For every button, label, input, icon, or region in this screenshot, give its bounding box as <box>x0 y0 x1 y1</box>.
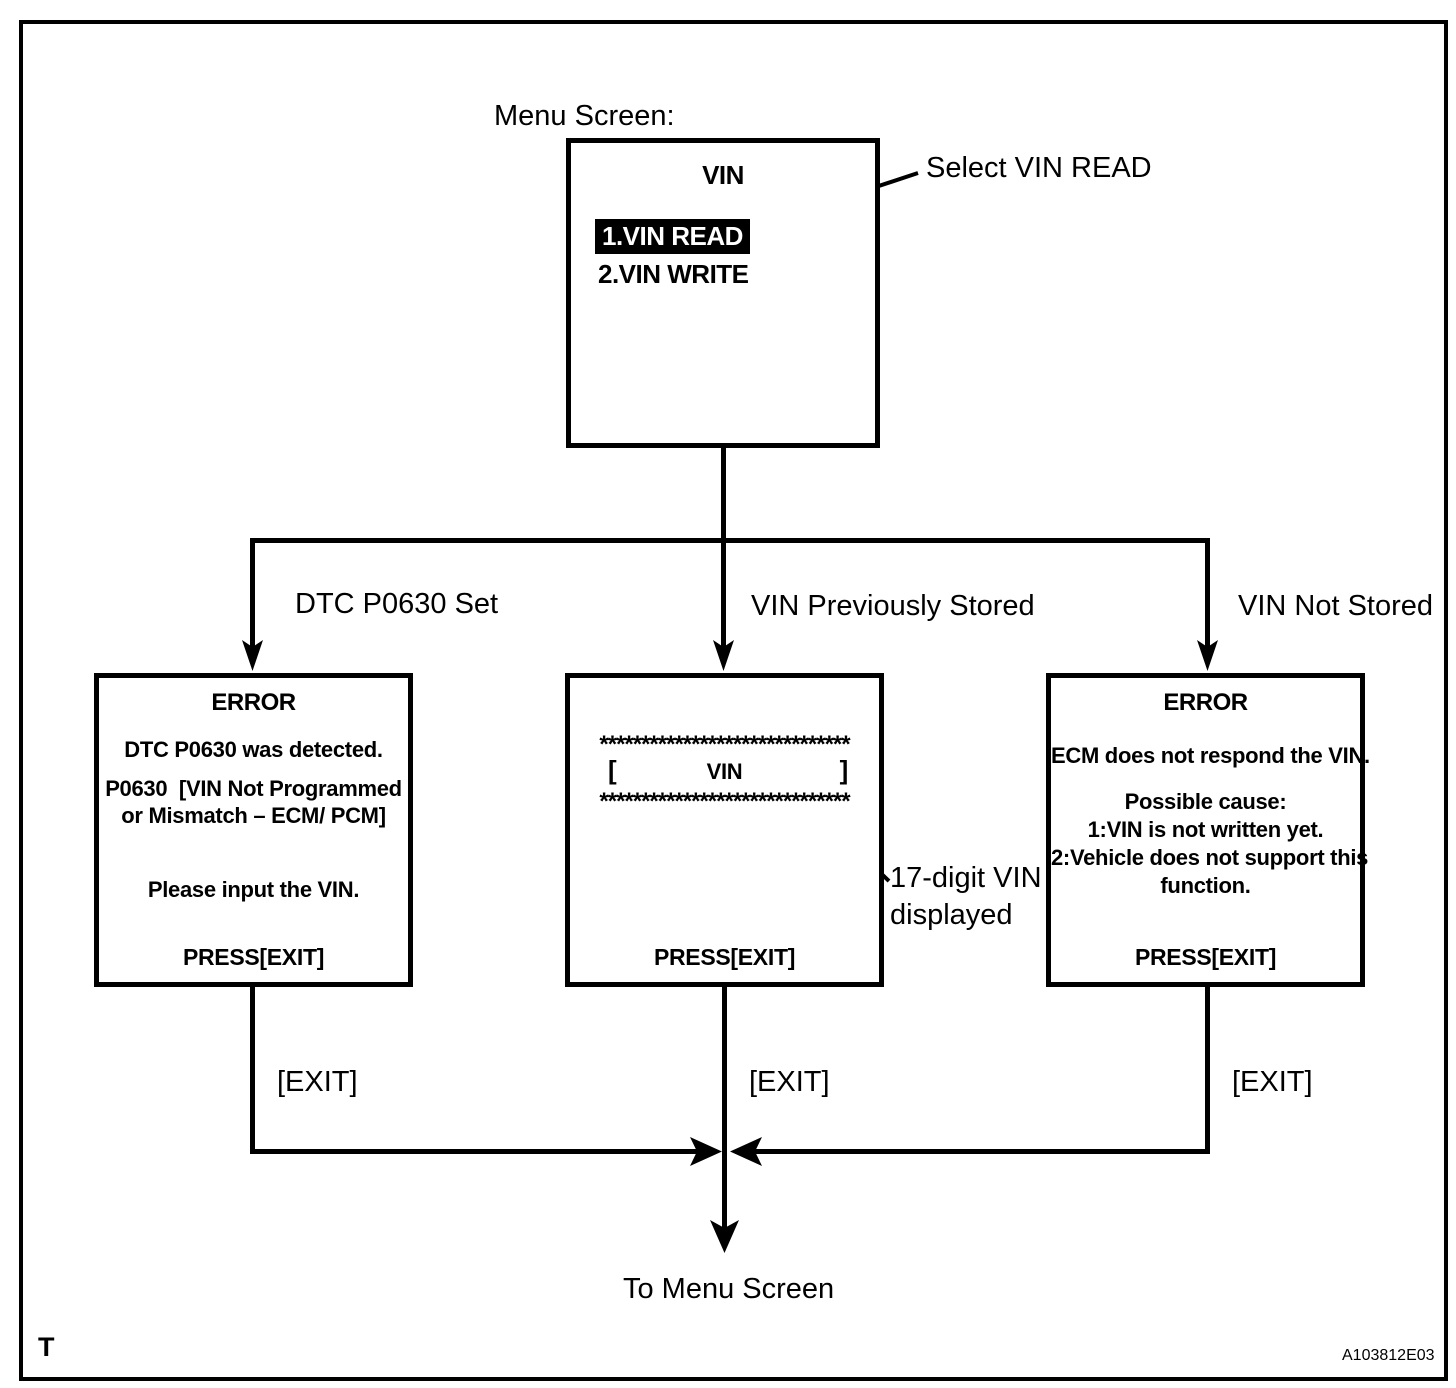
error-ecm-line-cause: Possible cause: <box>1124 789 1287 814</box>
menu-screen-label: Menu Screen: <box>494 100 675 132</box>
vin-bracket-close: ] <box>839 755 849 785</box>
menu-item-vin-write: 2.VIN WRITE <box>598 259 749 289</box>
error-dtc-line-p0630: P0630 [VIN Not Programmed <box>105 776 402 801</box>
error-ecm-press-exit: PRESS[EXIT] <box>1134 944 1277 970</box>
branch-label-vin-stored: VIN Previously Stored <box>751 590 1035 622</box>
arrowhead-branch-center <box>713 640 734 671</box>
figure-id-code: A103812E03 <box>1342 1347 1435 1364</box>
branch-label-dtc-set: DTC P0630 Set <box>295 588 499 620</box>
arrowhead-merge-left <box>730 1137 762 1166</box>
error-ecm-title: ERROR <box>1163 689 1248 716</box>
error-dtc-press-exit: PRESS[EXIT] <box>182 944 325 970</box>
error-dtc-line-input-vin: Please input the VIN. <box>147 877 360 902</box>
to-menu-screen-label: To Menu Screen <box>623 1273 835 1305</box>
arrowhead-branch-right <box>1197 640 1218 671</box>
error-dtc-box: ERROR DTC P0630 was detected. P0630 [VIN… <box>94 673 413 987</box>
asterisk-row-top: ****************************** <box>599 731 850 758</box>
error-ecm-line-function: function. <box>1160 873 1251 898</box>
footer-page-letter: T <box>38 1332 55 1362</box>
vin-display-label: VIN <box>706 759 743 784</box>
exit-label-right: [EXIT] <box>1232 1066 1313 1098</box>
vin-display-box: ****************************** [ VIN ] *… <box>565 673 884 987</box>
error-ecm-box: ERROR ECM does not respond the VIN. Poss… <box>1046 673 1370 987</box>
error-ecm-line-not-support: 2:Vehicle does not support this <box>1051 845 1369 870</box>
arrowhead-merge-right <box>690 1137 722 1166</box>
vin-bracket-row: [ VIN ] <box>570 755 879 790</box>
exit-label-left: [EXIT] <box>277 1066 358 1098</box>
error-dtc-line-detected: DTC P0630 was detected. <box>124 737 383 762</box>
arrowhead-to-menu <box>710 1220 739 1253</box>
vin-callout-line1: 17-digit VIN <box>890 862 1042 894</box>
error-dtc-line-mismatch: or Mismatch – ECM/ PCM] <box>121 803 386 828</box>
vin-callout-line2: displayed <box>890 899 1013 931</box>
vin-bracket-open: [ <box>608 755 617 785</box>
exit-label-center: [EXIT] <box>749 1066 830 1098</box>
asterisk-row-bottom: ****************************** <box>599 788 850 815</box>
menu-item-vin-read: 1.VIN READ <box>595 219 750 254</box>
select-vin-read-callout: Select VIN READ <box>926 152 1152 184</box>
outer-border <box>19 20 1448 1381</box>
error-dtc-title: ERROR <box>211 689 296 716</box>
error-ecm-line-respond: ECM does not respond the VIN. <box>1051 743 1370 768</box>
arrowhead-branch-left <box>242 640 263 671</box>
menu-title: VIN <box>702 160 744 190</box>
branch-label-vin-not-stored: VIN Not Stored <box>1238 590 1434 622</box>
menu-screen-box: VIN 1.VIN READ 2.VIN WRITE <box>566 138 880 448</box>
error-ecm-line-not-written: 1:VIN is not written yet. <box>1087 817 1324 842</box>
vin-display-press-exit: PRESS[EXIT] <box>653 944 796 970</box>
